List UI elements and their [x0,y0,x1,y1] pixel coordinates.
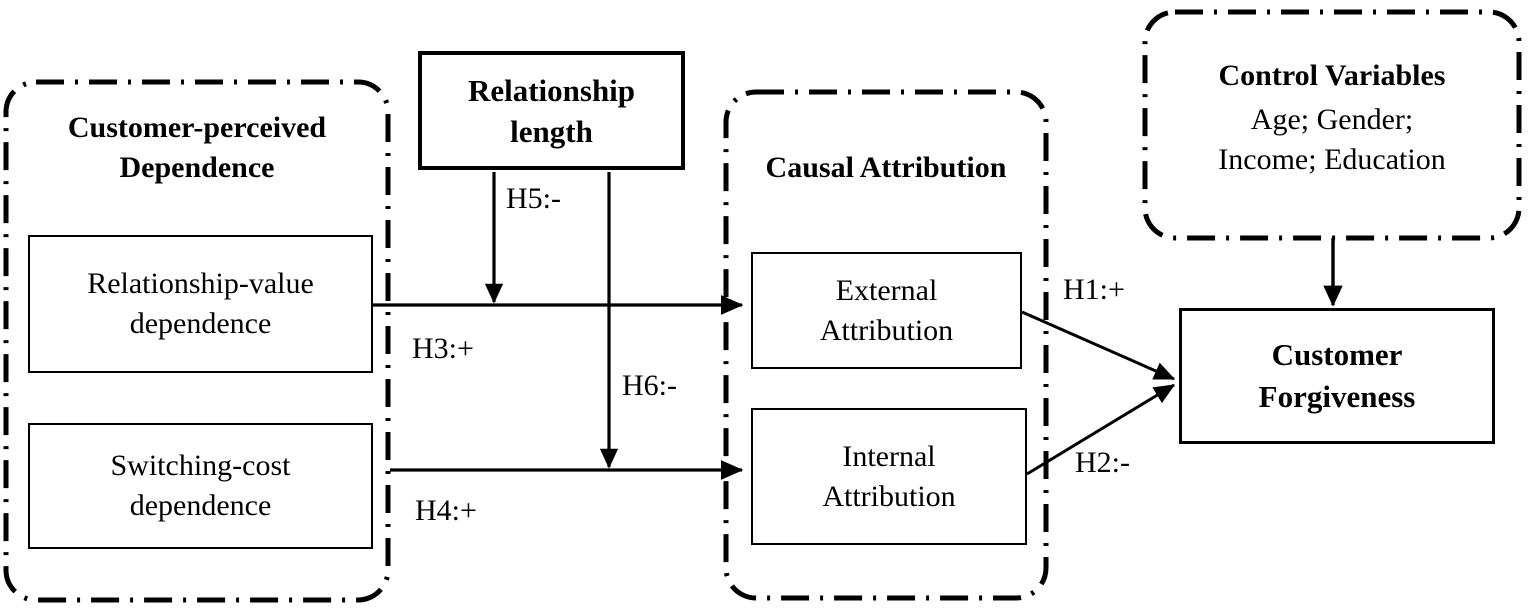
group-title-causal-attribution: Causal Attribution [716,148,1056,188]
path-label-h6: H6:- [622,369,677,402]
path-label-h1: H1:+ [1063,273,1125,306]
box-relationship-length-line-2: length [510,113,593,149]
box-relationship-value-dependence-line-1: Relationship-value [87,267,314,300]
group-border-customer-perceived-dependence [3,79,391,603]
box-switching-cost-dependence-line-1: Switching-cost [110,449,291,482]
group-border-causal-attribution [723,89,1049,601]
control-variables-line-2: Income; Education [1218,143,1446,176]
group-title-line-2: Dependence [119,151,275,184]
box-customer-forgiveness-line-2: Forgiveness [1258,379,1416,414]
group-title-control-variables-label: Control Variables [1218,59,1446,92]
arrow-h2 [1026,383,1176,476]
box-external-attribution[interactable]: External Attribution [751,252,1022,369]
box-relationship-value-dependence-line-2: dependence [129,307,272,340]
path-label-h4: H4:+ [415,494,477,527]
group-title-causal-attribution-label: Causal Attribution [765,151,1007,184]
path-label-h2: H2:- [1075,446,1130,479]
control-variables-list: Age; Gender; Income; Education [1145,100,1519,180]
box-internal-attribution[interactable]: Internal Attribution [751,408,1027,545]
group-title-line-1: Customer-perceived [67,111,327,144]
box-switching-cost-dependence-line-2: dependence [129,489,272,522]
group-title-control-variables: Control Variables [1145,56,1519,96]
group-border-control-variables [1142,9,1522,241]
arrow-h1 [1021,310,1176,381]
group-title-customer-perceived-dependence: Customer-perceived Dependence [6,108,388,188]
box-customer-forgiveness-line-1: Customer [1271,337,1403,372]
box-relationship-value-dependence[interactable]: Relationship-value dependence [28,235,373,373]
box-external-attribution-line-1: External [835,273,938,307]
box-internal-attribution-line-2: Attribution [822,479,956,513]
path-label-h5: H5:- [506,182,561,215]
box-external-attribution-line-2: Attribution [819,313,954,347]
box-switching-cost-dependence[interactable]: Switching-cost dependence [28,423,373,549]
control-variables-line-1: Age; Gender; [1250,103,1414,136]
box-relationship-length[interactable]: Relationship length [418,51,685,170]
box-customer-forgiveness[interactable]: Customer Forgiveness [1179,308,1495,444]
path-label-h3: H3:+ [412,332,474,365]
box-relationship-length-line-1: Relationship [467,72,636,108]
box-internal-attribution-line-1: Internal [842,439,936,473]
